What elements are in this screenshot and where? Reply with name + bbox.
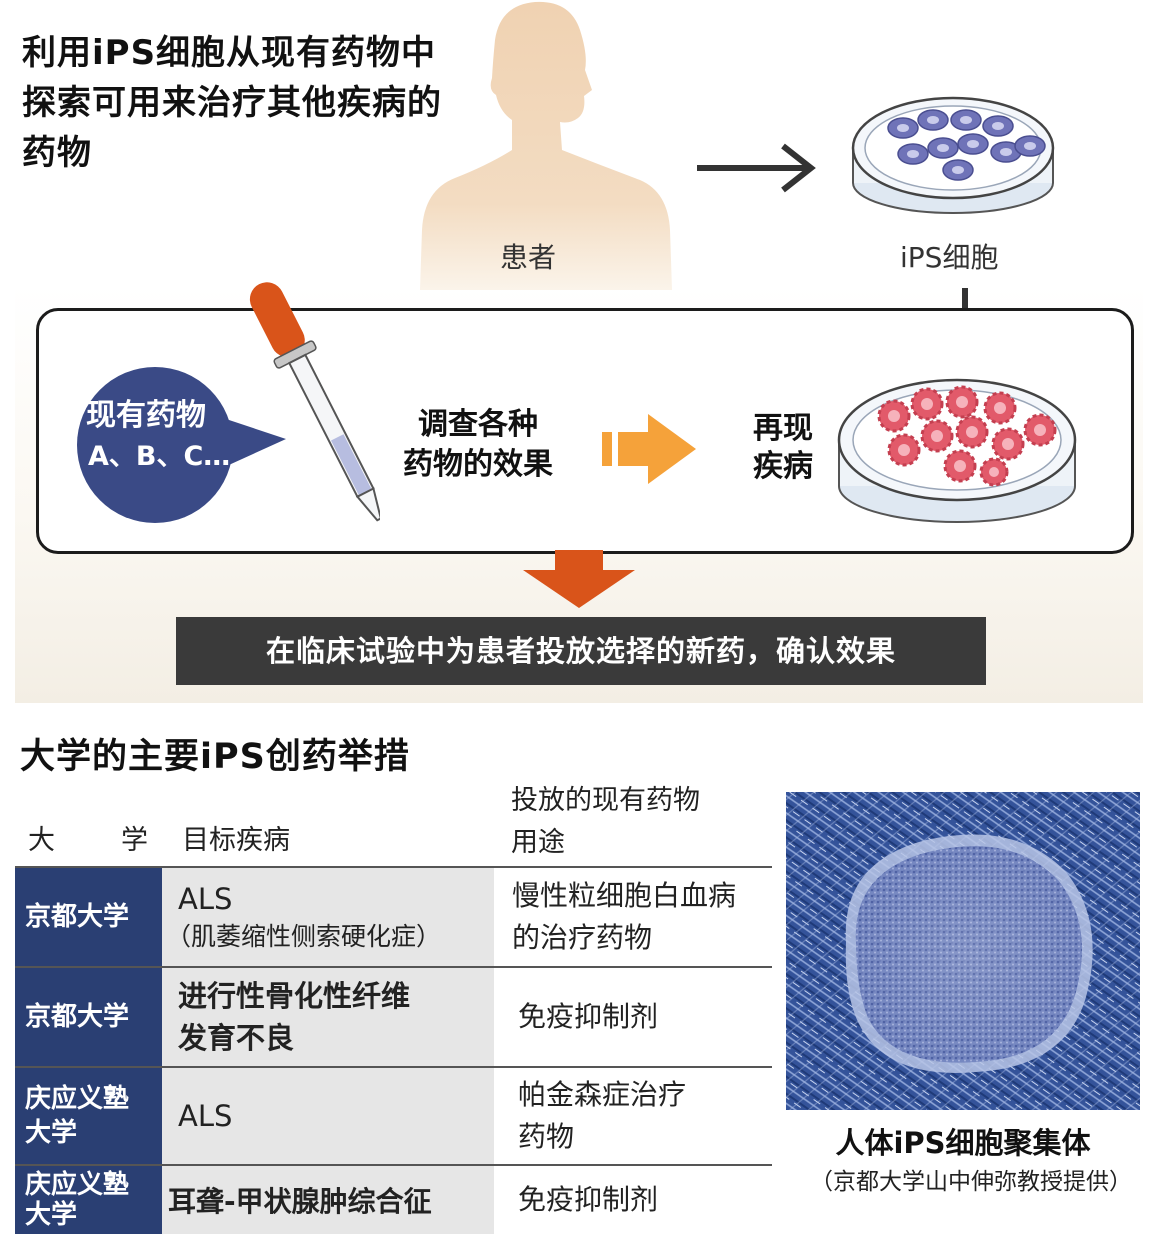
table-row-1-university: 京都大学 xyxy=(15,868,162,966)
university-name: 京都大学 xyxy=(25,1002,130,1032)
red-arrow-down-icon xyxy=(523,550,635,608)
section-title-university-initiatives: 大学的主要iPS创药举措 xyxy=(20,737,410,777)
university-name-line1: 庆应义塾 xyxy=(25,1084,130,1114)
drug-use-line1: 慢性粒细胞白血病 xyxy=(512,879,737,912)
disease-name: 耳聋-甲状腺肿综合征 xyxy=(168,1185,432,1218)
clinical-trial-result-bar: 在临床试验中为患者投放选择的新药，确认效果 xyxy=(176,617,986,685)
table-row-4-drug: 免疫抑制剂 xyxy=(494,1166,772,1234)
header-university-a: 大 xyxy=(28,825,55,856)
step1-line2: 药物的效果 xyxy=(403,447,553,482)
ips-cell-label: iPS细胞 xyxy=(900,241,999,274)
drug-use-line2: 的治疗药物 xyxy=(512,921,653,954)
dropper-icon xyxy=(249,282,380,522)
step1-line1: 调查各种 xyxy=(418,407,538,442)
page-title: 利用iPS细胞从现有药物中探索可用来治疗其他疾病的药物 xyxy=(22,33,442,173)
university-name-line2: 大学 xyxy=(25,1200,78,1230)
photo-credit: （京都大学山中伸弥教授提供） xyxy=(810,1169,1132,1195)
disease-name-line2: 发育不良 xyxy=(178,1021,295,1055)
row-divider xyxy=(15,966,772,968)
disease-name-line1: 进行性骨化性纤维 xyxy=(178,979,411,1013)
table-row-2-disease: 进行性骨化性纤维 发育不良 xyxy=(162,968,494,1066)
bubble-text-drug-list: A、B、C… xyxy=(88,441,231,472)
table-row-3-drug: 帕金森症治疗 药物 xyxy=(494,1068,772,1164)
photo-caption: 人体iPS细胞聚集体 xyxy=(835,1126,1091,1160)
drug-use-line2: 药物 xyxy=(518,1120,575,1153)
drug-use-line1: 免疫抑制剂 xyxy=(518,1000,659,1033)
header-drug-use: 投放的现有药物 用途 xyxy=(511,780,771,864)
row-divider xyxy=(15,1066,772,1068)
table-row-2-university: 京都大学 xyxy=(15,968,162,1066)
row-divider xyxy=(15,866,772,868)
disease-full-name: （肌萎缩性侧索硬化症） xyxy=(166,922,442,951)
header-target-disease: 目标疾病 xyxy=(182,825,290,856)
table-row-4-university: 庆应义塾 大学 xyxy=(15,1166,162,1234)
step2-line2: 疾病 xyxy=(753,449,813,484)
header-drug-use-line2: 用途 xyxy=(511,827,565,858)
row-divider xyxy=(15,1164,772,1166)
step-reproduce-disease: 再现 疾病 xyxy=(728,410,838,486)
step-investigate-effects: 调查各种 药物的效果 xyxy=(378,405,578,485)
table-row-1-disease: ALS （肌萎缩性侧索硬化症） xyxy=(162,868,494,966)
ips-cell-dish xyxy=(851,96,1055,214)
drug-use-line1: 免疫抑制剂 xyxy=(518,1183,659,1216)
bubble-text-existing-drugs: 现有药物 xyxy=(86,398,206,433)
university-name: 京都大学 xyxy=(25,902,130,932)
patient-label: 患者 xyxy=(500,241,557,274)
disease-name: ALS xyxy=(178,1099,233,1133)
table-row-1-drug: 慢性粒细胞白血病 的治疗药物 xyxy=(494,868,772,966)
patient-silhouette xyxy=(420,1,672,290)
university-name-line1: 庆应义塾 xyxy=(25,1170,130,1200)
table-row-2-drug: 免疫抑制剂 xyxy=(494,968,772,1066)
disease-name: ALS xyxy=(178,882,233,916)
orange-arrow-right-icon xyxy=(602,414,696,484)
arrow-right-icon xyxy=(697,143,816,193)
step2-line1: 再现 xyxy=(753,411,813,446)
table-row-3-university: 庆应义塾 大学 xyxy=(15,1068,162,1164)
university-name-line2: 大学 xyxy=(25,1118,78,1148)
speech-bubble xyxy=(77,367,286,523)
table-row-4-disease: 耳聋-甲状腺肿综合征 xyxy=(162,1166,494,1234)
drug-use-line1: 帕金森症治疗 xyxy=(518,1078,687,1111)
table-row-3-disease: ALS xyxy=(162,1068,494,1164)
header-university-b: 学 xyxy=(121,825,148,856)
ips-colony-photo xyxy=(786,792,1140,1110)
diseased-cell-dish xyxy=(837,378,1077,523)
header-drug-use-line1: 投放的现有药物 xyxy=(511,785,700,816)
